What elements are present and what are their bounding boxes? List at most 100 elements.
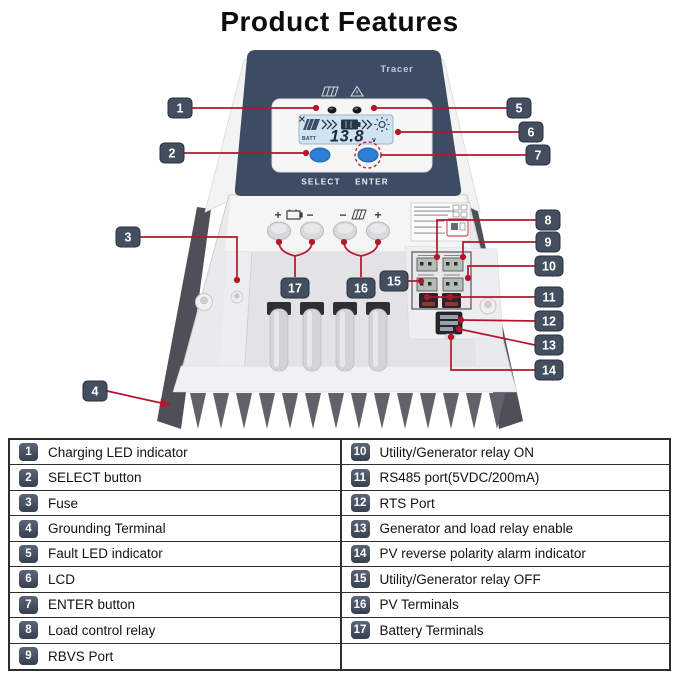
standoff-left — [195, 293, 213, 311]
battery-plus-symbol: + — [274, 208, 281, 222]
svg-text:4: 4 — [92, 385, 99, 399]
callout-marker-4: 4 — [82, 380, 108, 402]
standoff-right — [479, 297, 497, 315]
solar-panel-icon — [321, 86, 339, 97]
row-number-badge: 6 — [19, 570, 38, 589]
callout-marker-11: 11 — [534, 286, 564, 308]
svg-text:10: 10 — [542, 260, 556, 274]
lcd-flow-arrows-left — [321, 119, 338, 130]
feature-label: Charging LED indicator — [48, 444, 188, 460]
svg-text:15: 15 — [387, 275, 401, 289]
feature-label: Fuse — [48, 495, 79, 511]
tray-left-recess — [219, 252, 252, 377]
lcd-flow-arrows-right — [361, 119, 373, 130]
callout-marker-7: 7 — [525, 144, 551, 166]
svg-text:5: 5 — [516, 102, 523, 116]
mounting-rail-left — [157, 207, 211, 429]
callout-marker-1: 1 — [167, 97, 193, 119]
brand-logo: Tracer — [380, 64, 413, 75]
feature-label: RBVS Port — [48, 648, 114, 664]
feature-label: LCD — [48, 571, 76, 587]
svg-text:12: 12 — [542, 315, 556, 329]
svg-text:11: 11 — [542, 291, 555, 305]
callout-marker-9: 9 — [535, 231, 561, 253]
charging-led — [327, 106, 337, 114]
heatsink-base — [172, 365, 518, 393]
callout-lines — [106, 107, 536, 404]
svg-text:7: 7 — [535, 149, 542, 163]
row-number-badge: 1 — [19, 443, 38, 462]
callout-dots — [159, 104, 472, 408]
callout-line-4 — [106, 390, 162, 404]
feature-label: PV Terminals — [379, 597, 459, 613]
battery-minus-symbol: − — [306, 208, 313, 222]
feature-label: Fault LED indicator — [48, 546, 163, 562]
callout-marker-17: 17 — [280, 277, 310, 299]
row-number-badge: 11 — [350, 468, 370, 487]
callout-marker-15: 15 — [379, 270, 409, 292]
lcd-sparkle-icon — [299, 116, 305, 122]
svg-text:2: 2 — [169, 147, 176, 161]
row-number-badge: 14 — [350, 544, 370, 563]
table-row: 11 RS485 port(5VDC/200mA) — [341, 465, 669, 491]
table-row: 15 Utility/Generator relay OFF — [341, 567, 669, 593]
feature-label: Grounding Terminal — [48, 521, 166, 537]
callout-marker-14: 14 — [534, 359, 564, 381]
svg-text:13: 13 — [542, 339, 556, 353]
pv-terminals — [333, 221, 390, 241]
svg-text:16: 16 — [354, 282, 368, 296]
lcd-sun-icon — [374, 117, 390, 132]
table-row: 1 Charging LED indicator — [10, 440, 340, 466]
feature-label: SELECT button — [48, 470, 142, 486]
feature-label: Utility/Generator relay OFF — [379, 571, 541, 587]
warning-triangle-icon — [350, 85, 364, 97]
callout-marker-8: 8 — [535, 209, 561, 231]
callout-marker-16: 16 — [346, 277, 376, 299]
pv-terminal-icon — [351, 209, 367, 220]
callout-line-8 — [436, 219, 536, 256]
feature-label: RTS Port — [379, 495, 435, 511]
battery-terminals — [267, 221, 324, 241]
callout-line-14 — [450, 337, 535, 371]
row-number-badge: 15 — [350, 570, 370, 589]
spec-sticker — [410, 202, 471, 242]
svg-text:3: 3 — [125, 231, 132, 245]
feature-label: Generator and load relay enable — [379, 521, 574, 537]
callout-marker-10: 10 — [534, 255, 564, 277]
row-number-badge: 7 — [19, 595, 38, 614]
row-number-badge: 12 — [350, 494, 370, 513]
table-row-empty — [342, 644, 670, 669]
callout-marker-12: 12 — [534, 310, 564, 332]
table-row: 6 LCD — [10, 567, 340, 593]
svg-text:6: 6 — [528, 126, 535, 140]
svg-text:8: 8 — [545, 214, 552, 228]
pv-minus-symbol: − — [339, 208, 346, 222]
enter-label: ENTER — [355, 178, 389, 187]
feature-label: RS485 port(5VDC/200mA) — [379, 470, 540, 486]
row-number-badge: 8 — [19, 621, 38, 640]
table-row: 7 ENTER button — [10, 593, 340, 619]
enter-button — [357, 147, 379, 163]
callout-markers: 1 2 3 4 5 6 7 8 9 10 11 12 13 14 15 16 1… — [82, 97, 564, 402]
device-illustration: Tracer BATT 13.8 v SELECT ENTER — [82, 50, 564, 429]
callout-line-12 — [460, 319, 536, 322]
row-number-badge: 4 — [19, 519, 38, 538]
feature-label: ENTER button — [48, 597, 136, 613]
callout-marker-3: 3 — [115, 226, 141, 248]
callout-line-10 — [467, 265, 535, 277]
page-title: Product Features — [220, 6, 459, 37]
lcd-voltage-reading: 13.8 — [330, 128, 364, 146]
callout-marker-13: 13 — [534, 334, 564, 356]
